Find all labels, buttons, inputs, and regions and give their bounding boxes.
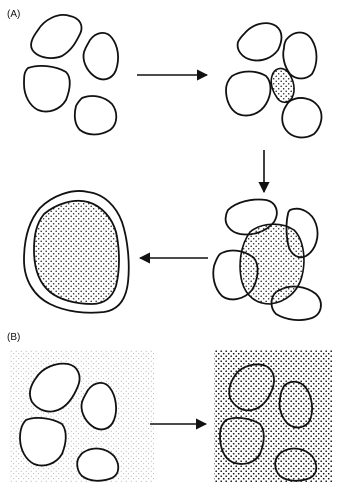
panel-label-b: (B) [7,332,20,343]
particle [20,418,66,466]
stage-4-agglomerate [24,191,129,313]
particle [282,98,321,137]
particle [238,23,282,60]
panel-label-a: (A) [7,9,20,20]
stage-1-particles [24,15,118,135]
agglomerate-core [34,201,119,304]
particle [31,15,82,58]
particle [83,33,118,79]
particle [226,72,271,116]
binder-mass [240,224,304,304]
particle [75,96,116,135]
particle [275,449,316,481]
particle [279,382,312,428]
particle [24,66,70,112]
particle [220,418,264,464]
particle [77,449,118,481]
